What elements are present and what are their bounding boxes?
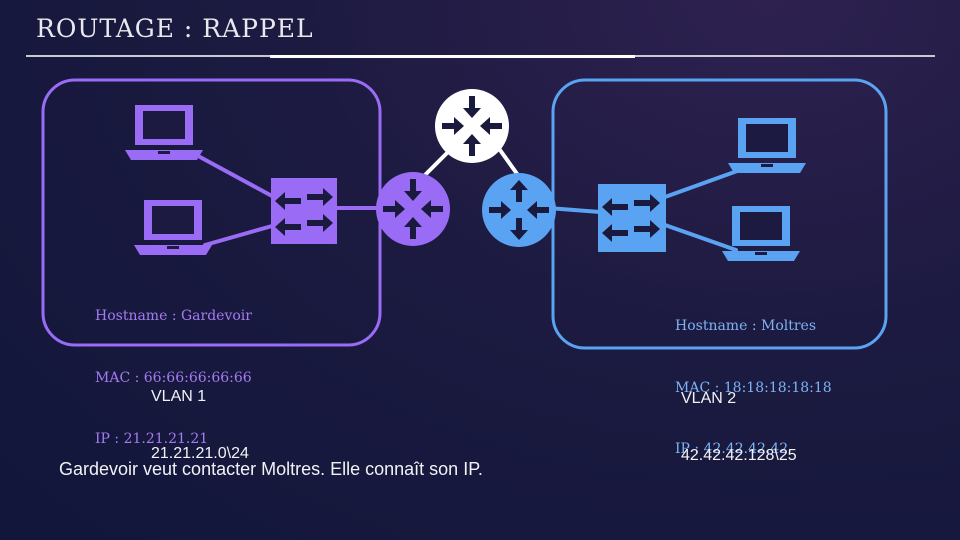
vlan2-label: VLAN 2 42.42.42.128\25 — [681, 351, 797, 484]
vlan-name: VLAN 1 — [151, 388, 207, 405]
vlan1-label: VLAN 1 21.21.21.0\24 — [151, 349, 249, 482]
title-underline-center — [270, 55, 635, 58]
laptop-icon — [134, 200, 212, 255]
ip-address-label: IP : 42.42.42.42 — [675, 441, 789, 457]
host-info-gardevoir: Hostname : Gardevoir MAC : 66:66:66:66:6… — [95, 265, 252, 470]
router-icon — [376, 172, 450, 246]
slide-caption: Gardevoir veut contacter Moltres. Elle c… — [59, 459, 483, 479]
ip-address-label: IP : 21.21.21.21 — [95, 431, 209, 447]
vlan-name: VLAN 2 — [681, 390, 737, 407]
host-info-moltres: Hostname : Moltres MAC : 18:18:18:18:18 … — [675, 275, 832, 480]
switch-icon — [598, 184, 666, 252]
slide-title: ROUTAGE : RAPPEL — [36, 14, 314, 43]
hostname-label: Hostname : Gardevoir — [95, 308, 252, 324]
mac-address-label: MAC : 66:66:66:66:66 — [95, 369, 252, 386]
laptop-icon — [722, 206, 800, 261]
title-underline-right — [635, 55, 935, 57]
router-icon — [435, 89, 509, 163]
hostname-label: Hostname : Moltres — [675, 318, 817, 334]
laptop-icon — [125, 105, 203, 160]
title-underline-left — [26, 55, 270, 57]
vlan-subnet: 42.42.42.128\25 — [681, 447, 797, 464]
router-icon — [482, 173, 556, 247]
mac-address-label: MAC : 18:18:18:18:18 — [675, 379, 832, 396]
vlan-subnet: 21.21.21.0\24 — [151, 445, 249, 462]
laptop-icon — [728, 118, 806, 173]
switch-icon — [271, 178, 337, 244]
